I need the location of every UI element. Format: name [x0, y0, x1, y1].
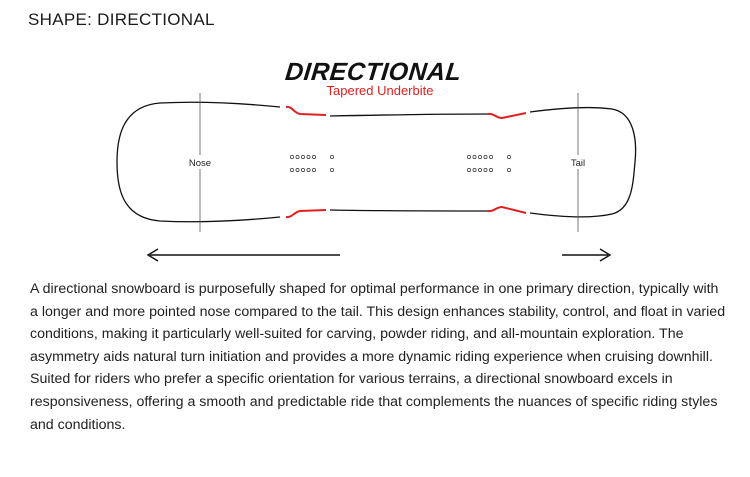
insert-hole [467, 155, 471, 159]
insert-hole [295, 168, 300, 172]
insert-hole [306, 155, 311, 159]
insert-hole [306, 168, 311, 172]
underbite-nose-bottom [285, 209, 327, 219]
insert-hole [290, 155, 294, 159]
board-tail-outline [529, 106, 637, 218]
insert-hole [507, 168, 511, 172]
insert-hole [483, 168, 488, 172]
direction-arrow-right-head [599, 248, 612, 262]
section-title: SHAPE: DIRECTIONAL [28, 10, 215, 29]
insert-hole [295, 155, 300, 159]
insert-hole [483, 155, 488, 159]
diagram-heading: DIRECTIONAL [284, 58, 463, 86]
direction-arrow-left-head [146, 248, 159, 262]
directional-diagram: DIRECTIONAL Tapered Underbite Nose Tail [116, 58, 637, 262]
underbite-nose-top [285, 105, 327, 116]
shape-description: A directional snowboard is purposefully … [30, 281, 726, 433]
insert-hole [301, 168, 305, 172]
board-top-edge [329, 113, 491, 117]
tail-label: Tail [571, 158, 585, 169]
underbite-tail-bottom [487, 205, 527, 214]
insert-hole [472, 155, 477, 159]
insert-hole [507, 155, 511, 159]
insert-hole [290, 168, 294, 172]
insert-hole [312, 168, 316, 172]
insert-hole [489, 155, 493, 159]
insert-hole [472, 168, 477, 172]
insert-hole [489, 168, 493, 172]
insert-hole [467, 168, 471, 172]
diagram-subheading: Tapered Underbite [327, 83, 434, 98]
insert-hole [330, 155, 334, 159]
binding-inserts-rear [467, 155, 511, 172]
insert-hole [301, 155, 305, 159]
binding-inserts-front [290, 155, 334, 172]
insert-hole [330, 168, 334, 172]
insert-hole [312, 155, 316, 159]
nose-label: Nose [189, 158, 211, 169]
underbite-tail-top [487, 112, 527, 120]
insert-hole [478, 155, 482, 159]
board-bottom-edge [329, 209, 491, 212]
insert-hole [478, 168, 482, 172]
